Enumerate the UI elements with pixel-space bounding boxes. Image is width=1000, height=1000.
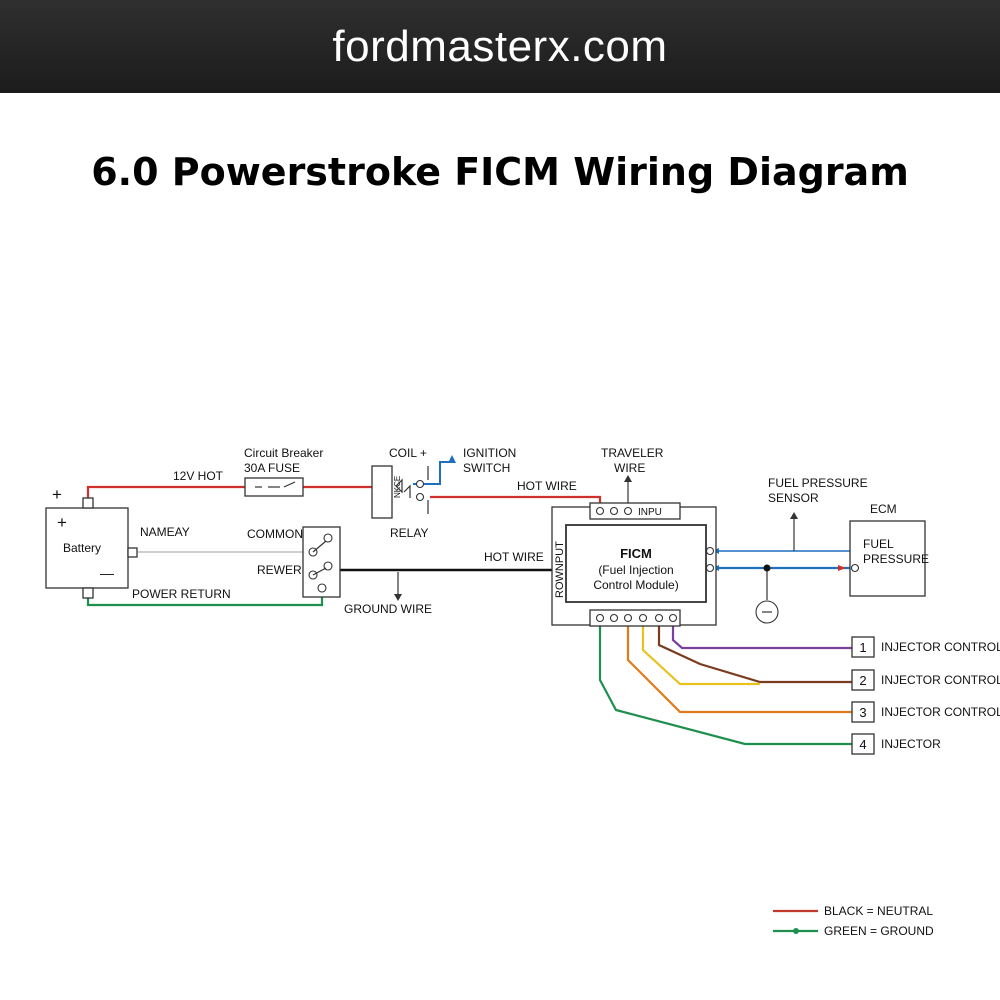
label-30a-fuse: 30A FUSE xyxy=(244,461,300,475)
relay-pin-1 xyxy=(415,479,425,489)
output-label-2: INJECTOR CONTROL 2 xyxy=(881,673,1000,687)
label-relay: RELAY xyxy=(390,526,428,540)
ficm-output-connector xyxy=(589,609,681,627)
ground-arrow-head xyxy=(394,594,402,601)
output-num-3: 3 xyxy=(859,705,866,720)
switch xyxy=(302,526,341,598)
wire-injector-control-2 xyxy=(657,625,852,684)
ficm-sub-2: Control Module) xyxy=(593,578,678,592)
label-hot-wire-mid: HOT WIRE xyxy=(484,550,544,564)
label-common: COMMON xyxy=(247,527,303,541)
label-coil: COIL + xyxy=(389,446,427,460)
label-hot-wire-top: HOT WIRE xyxy=(517,479,577,493)
battery: + + — Battery xyxy=(45,485,138,599)
ficm-name: FICM xyxy=(620,546,652,561)
output-terminal-3[interactable]: 3 INJECTOR CONTROL 4 xyxy=(851,701,1000,723)
relay: NKCE xyxy=(371,465,429,519)
label-ground-wire: GROUND WIRE xyxy=(344,602,432,616)
ficm-side-label: ROWNPUT xyxy=(554,541,566,598)
output-terminal-2[interactable]: 2 INJECTOR CONTROL 2 xyxy=(851,669,1000,691)
circuit-breaker xyxy=(244,477,304,497)
ficm-top-label: INPU xyxy=(638,507,662,518)
output-num-4: 4 xyxy=(859,737,866,752)
label-fuel-sensor-1: FUEL PRESSURE xyxy=(768,476,868,490)
legend: BLACK = NEUTRAL GREEN = GROUND xyxy=(773,904,934,938)
label-traveler-1: TRAVELER xyxy=(601,446,664,460)
ficm-input-connector xyxy=(589,502,681,520)
ficm-sub-1: (Fuel Injection xyxy=(598,563,673,577)
legend-dot-ground xyxy=(793,928,799,934)
battery-plus-inner: + xyxy=(57,513,67,532)
ecm-input-arrow xyxy=(838,565,846,571)
label-traveler-2: WIRE xyxy=(614,461,645,475)
output-terminal-4[interactable]: 4 INJECTOR xyxy=(851,733,941,755)
output-num-2: 2 xyxy=(859,673,866,688)
label-circuit-breaker: Circuit Breaker xyxy=(244,446,323,460)
traveler-arrow-head xyxy=(624,475,632,482)
relay-pin-2 xyxy=(415,492,425,502)
label-rewer: REWER xyxy=(257,563,302,577)
label-power-return: POWER RETURN xyxy=(132,587,231,601)
ignition-arrow-head xyxy=(448,455,456,463)
wire-12v-hot xyxy=(86,485,372,498)
label-ignition-2: SWITCH xyxy=(463,461,510,475)
output-label-1: INJECTOR CONTROL 1 xyxy=(881,640,1000,654)
output-label-4: INJECTOR xyxy=(881,737,941,751)
label-nameay: NAMEAY xyxy=(140,525,190,539)
page-title: 6.0 Powerstroke FICM Wiring Diagram xyxy=(91,150,909,194)
output-terminal-1[interactable]: 1 INJECTOR CONTROL 1 xyxy=(851,636,1000,658)
battery-minus: — xyxy=(100,565,114,581)
site-banner: fordmasterx.com xyxy=(0,0,1000,93)
label-fuel-sensor-2: SENSOR xyxy=(768,491,819,505)
junction-dot xyxy=(763,564,771,572)
wire-ignition-signal xyxy=(413,461,452,485)
label-ignition-1: IGNITION xyxy=(463,446,516,460)
label-12v-hot: 12V HOT xyxy=(173,469,224,483)
battery-label: Battery xyxy=(63,541,101,555)
legend-label-neutral: BLACK = NEUTRAL xyxy=(824,904,933,918)
wire-injector-control-4 xyxy=(626,625,852,714)
wire-injector-control-1 xyxy=(671,625,852,650)
ecm-module[interactable]: FUEL PRESSURE xyxy=(849,520,929,597)
output-label-3: INJECTOR CONTROL 4 xyxy=(881,705,1000,719)
sensor-arrow-head xyxy=(790,512,798,519)
wire-injector xyxy=(598,625,852,746)
ficm-module[interactable]: INPU ROWNPUT FICM (Fuel Injection Contro… xyxy=(551,502,717,627)
label-ecm: ECM xyxy=(870,502,897,516)
legend-label-ground: GREEN = GROUND xyxy=(824,924,934,938)
ecm-inner-1: FUEL xyxy=(863,537,894,551)
output-num-1: 1 xyxy=(859,640,866,655)
ecm-inner-2: PRESSURE xyxy=(863,552,929,566)
battery-plus: + xyxy=(52,485,62,504)
wire-yellow xyxy=(641,625,760,686)
